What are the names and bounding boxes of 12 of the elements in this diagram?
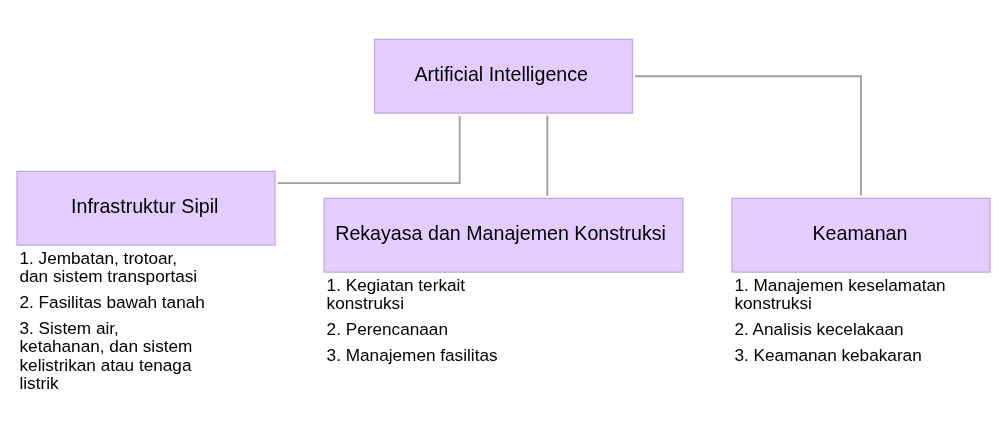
node-label: 3. Sistem air, ketahanan, dan sistem kelistrikan atau tenaga listrik	[18, 317, 192, 393]
node-label: 2. Analisis kecelakaan	[733, 318, 904, 339]
node-label: 3. Keamanan kebakaran	[733, 344, 922, 365]
node-label: 2. Perencanaan	[326, 318, 448, 339]
connector	[545, 114, 548, 197]
node-label: 3. Manajemen fasilitas	[326, 344, 498, 365]
connector	[633, 74, 862, 196]
connector	[276, 114, 461, 184]
node-label: 1. Manajemen keselamatan konstruksi	[733, 274, 946, 313]
node-label: 2. Fasilitas bawah tanah	[18, 291, 205, 312]
node-label: 1. Kegiatan terkait konstruksi	[326, 274, 465, 313]
node-label: 1. Jembatan, trotoar, dan sistem transportasi	[18, 247, 197, 286]
